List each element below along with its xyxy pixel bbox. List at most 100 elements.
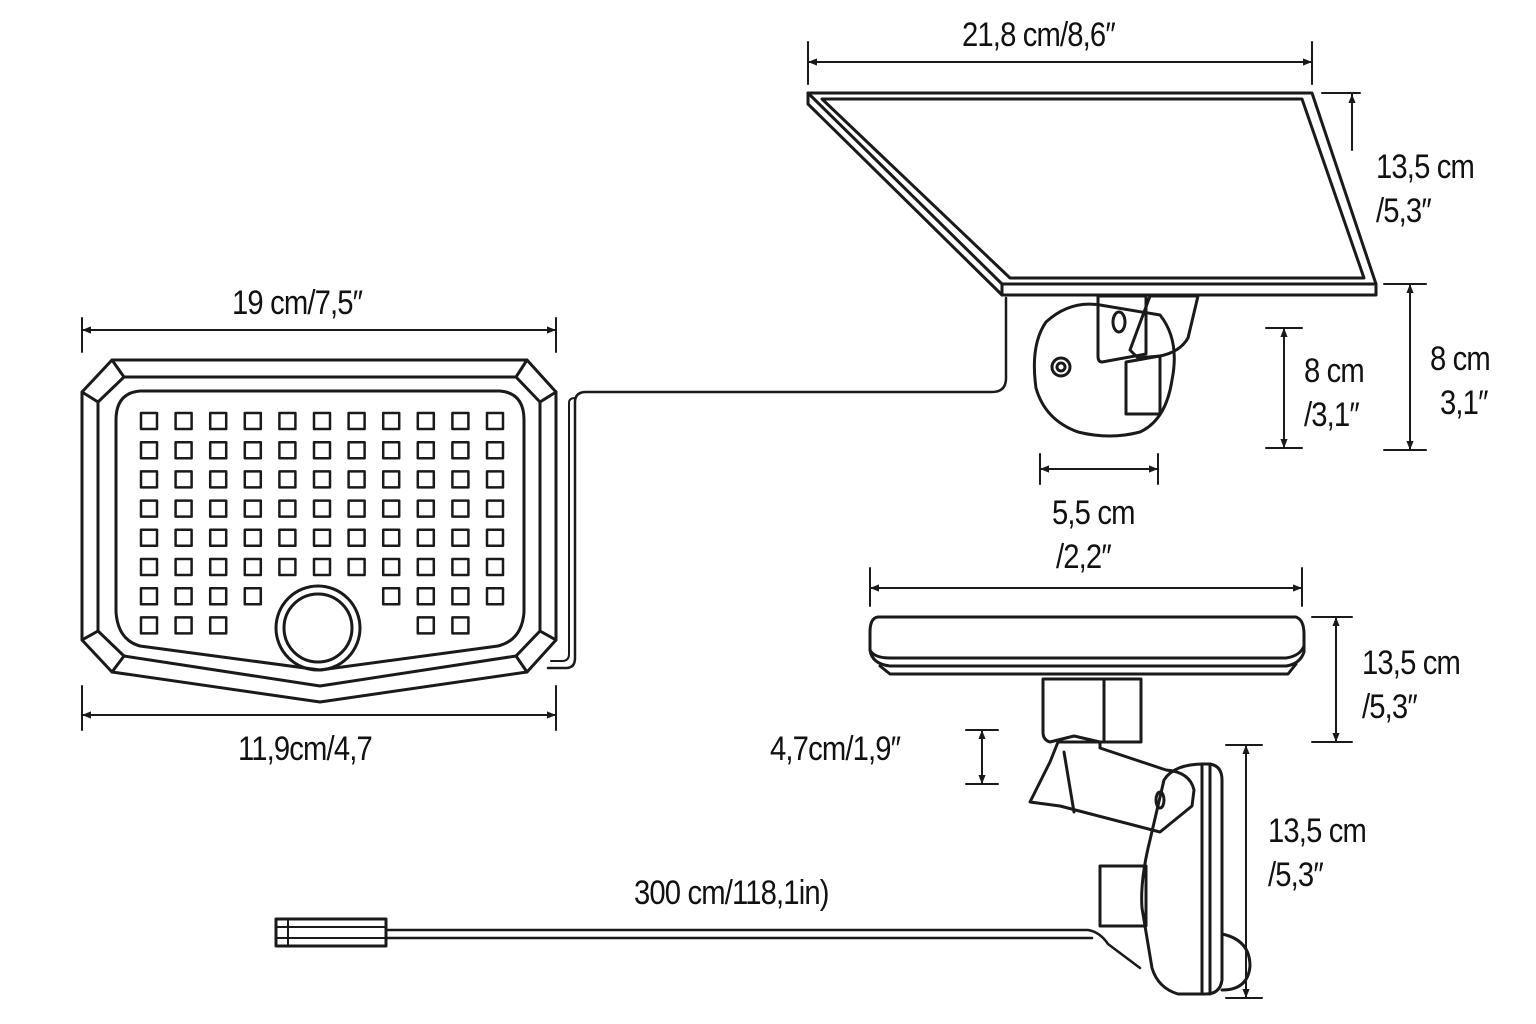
led-grid [139, 411, 505, 635]
mount-arm-lower [1124, 354, 1162, 416]
lamp-cable-inner [550, 397, 576, 662]
led-square [139, 440, 159, 460]
led-square [139, 470, 159, 489]
arm-height-label: 4,7cm/1,9″ [770, 730, 901, 768]
led-square [139, 557, 159, 577]
led-square [485, 499, 505, 518]
bracket-width-in-label: /2,2″ [1056, 538, 1112, 576]
led-square [451, 440, 470, 460]
bracket-height-cm-label: 8 cm [1304, 352, 1365, 390]
dimension-lines [81, 41, 1427, 999]
led-square [381, 470, 401, 489]
led-square [243, 470, 263, 489]
led-square [208, 499, 228, 518]
led-square [278, 440, 297, 460]
led-square [278, 499, 297, 518]
led-square [451, 499, 470, 518]
led-square [312, 499, 332, 518]
led-square [312, 470, 332, 489]
connector-lines [275, 918, 387, 947]
led-square [485, 411, 505, 431]
mount-screw-left-inner [1055, 361, 1067, 373]
led-square [174, 411, 193, 431]
led-square [381, 528, 401, 548]
total-height-in-label: 3,1″ [1440, 384, 1488, 422]
total-height-cm-label: 8 cm [1430, 340, 1491, 378]
lamp-outer-frame [80, 358, 558, 704]
side-panel-line [868, 644, 1306, 660]
panel-depth-in-label: /5,3″ [1376, 192, 1432, 230]
led-square [208, 470, 228, 489]
led-square [278, 528, 297, 548]
led-square [243, 528, 263, 548]
sensor-face [1200, 762, 1212, 996]
side-panel-body [868, 615, 1306, 668]
led-square [381, 411, 401, 431]
led-square [208, 557, 228, 577]
cable-connector [274, 917, 388, 948]
side-view [274, 615, 1306, 996]
led-square [174, 586, 193, 606]
led-square [347, 528, 366, 548]
led-square [485, 586, 505, 606]
led-square [139, 616, 159, 635]
led-square [174, 440, 193, 460]
led-square [416, 586, 436, 606]
led-square [174, 470, 193, 489]
led-square [347, 470, 366, 489]
led-square [381, 557, 401, 577]
led-lamp-front [80, 296, 1008, 704]
led-square [174, 528, 193, 548]
led-square [208, 586, 228, 606]
led-square [381, 499, 401, 518]
led-square [139, 499, 159, 518]
led-square [416, 616, 436, 635]
sensor-cable [384, 928, 1142, 970]
led-square [451, 557, 470, 577]
led-square [381, 440, 401, 460]
mount-screw-left [1050, 356, 1072, 378]
led-square [451, 586, 470, 606]
led-square [347, 411, 366, 431]
led-square [451, 411, 470, 431]
mount-bracket [1096, 294, 1148, 364]
led-square [278, 411, 297, 431]
led-square [485, 440, 505, 460]
led-square [312, 557, 332, 577]
lamp-bevel-lines [80, 358, 558, 674]
led-square [243, 586, 263, 606]
panel-edge [1000, 282, 1378, 297]
led-square [243, 557, 263, 577]
sensor-height-cm-label: 13,5 cm [1268, 812, 1367, 850]
cable-length-label: 300 cm/118,1in) [634, 874, 829, 912]
led-square [451, 616, 470, 635]
lamp-panel [114, 389, 526, 672]
led-square [139, 411, 159, 431]
led-square [243, 499, 263, 518]
sensor-back-box [1098, 864, 1148, 928]
bracket-width-cm-label: 5,5 cm [1052, 494, 1135, 532]
side-panel-bottom [878, 662, 1298, 676]
wall-mount-disc [1032, 302, 1176, 438]
panel-depth-cm-label: 13,5 cm [1376, 148, 1475, 186]
lamp-inner-frame [96, 375, 542, 688]
mount-arm [1128, 294, 1200, 360]
led-square [278, 470, 297, 489]
led-square [278, 557, 297, 577]
side-mount-block [1041, 677, 1143, 744]
lamp-cable [546, 296, 1008, 670]
sensor-height-in-label: /5,3″ [1268, 856, 1324, 894]
led-square [485, 528, 505, 548]
panel-edge-left [806, 91, 1004, 297]
led-square [416, 528, 436, 548]
led-square [312, 411, 332, 431]
led-square [416, 557, 436, 577]
led-square [347, 499, 366, 518]
led-square [451, 528, 470, 548]
led-square [243, 411, 263, 431]
led-square [485, 557, 505, 577]
lamp-width-label: 19 cm/7,5″ [232, 284, 363, 322]
side-depth-in-label: /5,3″ [1362, 688, 1418, 726]
led-square [416, 499, 436, 518]
side-depth-cm-label: 13,5 cm [1362, 644, 1461, 682]
